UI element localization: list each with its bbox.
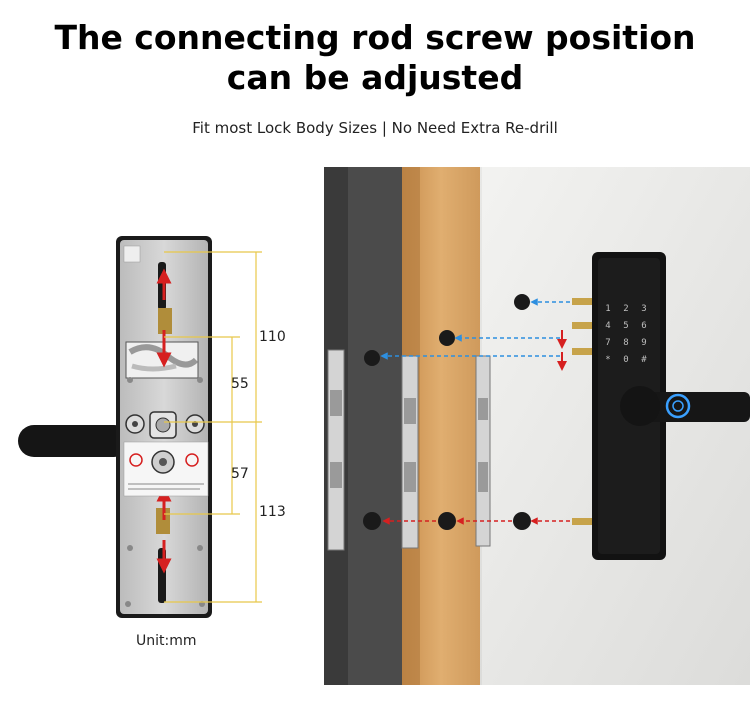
keypad-key[interactable]: 7 [605, 338, 610, 348]
lever-handle [18, 425, 130, 457]
dimension-113: 113 [259, 504, 286, 520]
title-line-2: can be adjusted [226, 58, 524, 97]
unit-label: Unit:mm [136, 633, 197, 649]
dimension-55: 55 [231, 376, 249, 392]
keypad-key[interactable]: 2 [623, 304, 628, 314]
keypad-key[interactable]: 0 [623, 355, 628, 365]
door-hole [363, 512, 381, 530]
door-hole [514, 294, 530, 310]
keypad-key[interactable]: 8 [623, 338, 628, 348]
keypad-key[interactable]: 4 [605, 321, 610, 331]
keypad-key[interactable]: 1 [605, 304, 610, 314]
keypad-key[interactable]: 6 [641, 321, 646, 331]
smart-lock-lever [640, 392, 750, 422]
door-hole [364, 350, 380, 366]
smart-lock-front [592, 252, 750, 560]
title-line-1: The connecting rod screw position [54, 18, 696, 57]
subtitle: Fit most Lock Body Sizes | No Need Extra… [192, 119, 558, 137]
door-hole [438, 512, 456, 530]
keypad-key[interactable]: * [605, 355, 610, 365]
keypad: 1 2 3 4 5 6 7 8 9 * 0 # [605, 304, 647, 365]
door-hole [439, 330, 455, 346]
keypad-key[interactable]: 9 [641, 338, 646, 348]
door-hole [513, 512, 531, 530]
dimension-lines [164, 251, 262, 603]
keypad-key[interactable]: # [641, 355, 647, 365]
keypad-key[interactable]: 5 [623, 321, 628, 331]
keypad-key[interactable]: 3 [641, 304, 646, 314]
fingerprint-sensor-icon [665, 393, 691, 419]
door-scene [324, 167, 750, 685]
dimension-110: 110 [259, 329, 286, 345]
page-title: The connecting rod screw position can be… [0, 18, 750, 98]
lock-back-panel [18, 236, 212, 618]
dimension-57: 57 [231, 466, 249, 482]
